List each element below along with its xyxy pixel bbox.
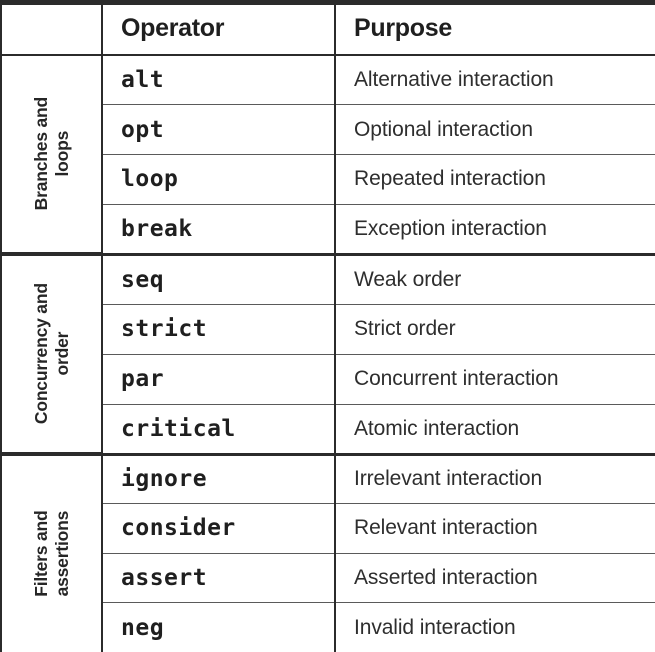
purpose-cell: Invalid interaction — [335, 603, 655, 652]
operator-cell: seq — [102, 254, 335, 304]
group-label-line: loops — [52, 97, 73, 210]
operator-cell: neg — [102, 603, 335, 652]
purpose-cell: Strict order — [335, 304, 655, 354]
group-label-line: assertions — [52, 505, 73, 604]
purpose-cell: Concurrent interaction — [335, 354, 655, 404]
purpose-cell: Alternative interaction — [335, 55, 655, 105]
operator-cell: alt — [102, 55, 335, 105]
operator-cell: assert — [102, 553, 335, 603]
operator-cell: strict — [102, 304, 335, 354]
group-label-line: Concurrency and — [31, 284, 52, 425]
table-header: Operator Purpose — [1, 5, 655, 55]
operator-cell: par — [102, 354, 335, 404]
operator-cell: ignore — [102, 454, 335, 504]
purpose-cell: Optional interaction — [335, 105, 655, 155]
purpose-cell: Relevant interaction — [335, 504, 655, 554]
header-group-blank-cell — [1, 5, 102, 55]
group-label-line: Filters and — [31, 505, 52, 604]
operator-cell: break — [102, 204, 335, 254]
group-label-line: order — [52, 284, 73, 425]
purpose-cell: Irrelevant interaction — [335, 454, 655, 504]
purpose-cell: Repeated interaction — [335, 155, 655, 205]
purpose-cell: Asserted interaction — [335, 553, 655, 603]
purpose-cell: Atomic interaction — [335, 404, 655, 454]
operator-cell: consider — [102, 504, 335, 554]
column-header-purpose: Purpose — [335, 5, 655, 55]
operator-cell: critical — [102, 404, 335, 454]
header-row: Operator Purpose — [1, 5, 655, 55]
purpose-cell: Exception interaction — [335, 204, 655, 254]
operator-cell: opt — [102, 105, 335, 155]
group-label-line: Branches and — [31, 97, 52, 210]
column-header-operator: Operator — [102, 5, 335, 55]
operator-cell: loop — [102, 155, 335, 205]
purpose-cell: Weak order — [335, 254, 655, 304]
